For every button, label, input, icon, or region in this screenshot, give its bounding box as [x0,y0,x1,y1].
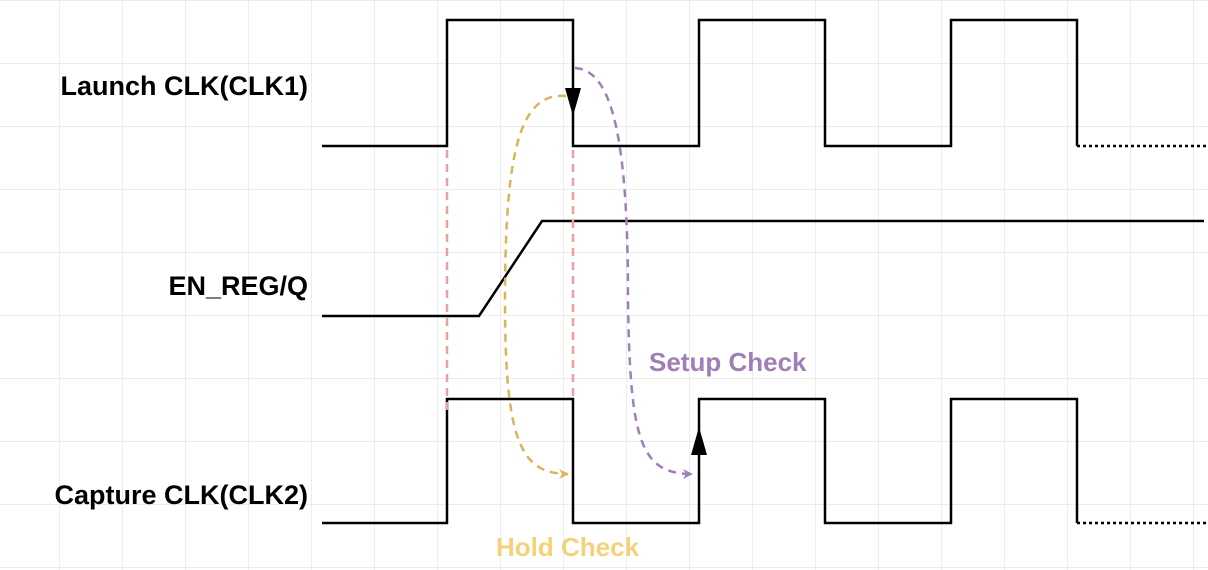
setup-check-annotation: Setup Check [649,347,807,377]
hold-check-arrow [503,94,569,479]
capture-edge-arrow-up-icon [691,427,707,455]
en-reg-q-waveform [322,219,1204,318]
launch-edge-arrow-down-icon [565,88,581,116]
capture-clk-waveform [322,397,1079,525]
en-reg-q-label: EN_REG/Q [168,271,308,301]
launch-clk-label: Launch CLK(CLK1) [60,71,308,101]
launch-clk-waveform [322,18,1079,148]
setup-check-arrow [574,66,693,479]
hold-check-annotation: Hold Check [496,532,640,562]
capture-clk-label: Capture CLK(CLK2) [54,480,309,510]
